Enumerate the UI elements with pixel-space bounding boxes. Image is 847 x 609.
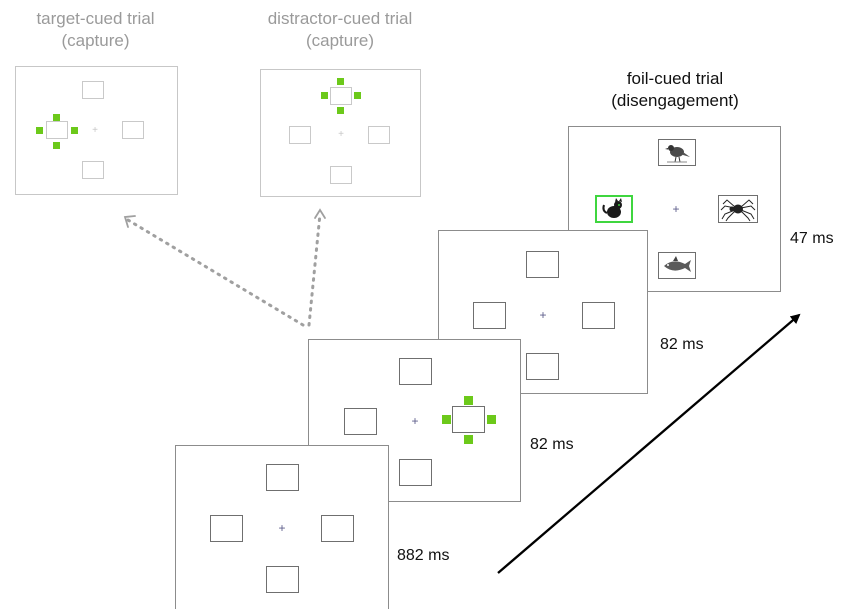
placeholder-top xyxy=(82,81,104,99)
placeholder-left xyxy=(289,126,311,144)
distractor-cued-title: distractor-cued trial (capture) xyxy=(267,9,413,50)
fish-picture xyxy=(658,252,696,279)
dotted-arrows xyxy=(126,212,322,327)
placeholder-left xyxy=(473,302,506,329)
placeholder-bottom xyxy=(399,459,432,486)
fixation-cross: + xyxy=(278,521,286,535)
placeholder-right xyxy=(368,126,390,144)
dotted-arrow-to-distractor-cued xyxy=(307,212,322,327)
fixation-cross: + xyxy=(92,125,98,136)
fish-icon xyxy=(664,256,691,272)
cue-square-left xyxy=(442,415,451,424)
spider-picture xyxy=(718,195,758,223)
timing-isi: 82 ms xyxy=(660,336,704,353)
cue-square-top xyxy=(53,114,60,121)
placeholder-bottom xyxy=(526,353,559,380)
placeholder-bottom xyxy=(82,161,104,179)
placeholder-right xyxy=(321,515,354,542)
placeholder-right xyxy=(122,121,144,139)
cat-icon xyxy=(602,198,622,218)
placeholder-top xyxy=(330,87,352,105)
cue-square-right xyxy=(354,92,361,99)
fixation-cross: + xyxy=(411,414,419,428)
placeholder-bottom xyxy=(330,166,352,184)
time-arrow xyxy=(497,313,801,574)
spider-icon xyxy=(720,199,756,222)
placeholder-top xyxy=(266,464,299,491)
timing-cue: 82 ms xyxy=(530,436,574,453)
placeholder-top xyxy=(399,358,432,385)
fixation-display: + xyxy=(175,445,389,609)
target-cued-display: + xyxy=(15,66,178,195)
placeholder-top xyxy=(526,251,559,278)
placeholder-left xyxy=(344,408,377,435)
cue-square-right xyxy=(71,127,78,134)
cue-square-top xyxy=(464,396,473,405)
cue-square-right xyxy=(487,415,496,424)
cue-square-left xyxy=(321,92,328,99)
timing-search: 47 ms xyxy=(790,230,834,247)
fixation-cross: + xyxy=(672,202,680,216)
placeholder-left xyxy=(210,515,243,542)
placeholder-bottom xyxy=(266,566,299,593)
dotted-arrow-to-target-cued xyxy=(126,218,305,327)
placeholder-left xyxy=(46,121,68,139)
dotted-arrowhead-left xyxy=(123,215,136,228)
cue-square-left xyxy=(36,127,43,134)
placeholder-right-cued xyxy=(452,406,485,433)
timing-fixation: 882 ms xyxy=(397,547,450,564)
cat-picture-cued xyxy=(595,195,633,223)
cue-square-bottom xyxy=(464,435,473,444)
distractor-cued-display: + xyxy=(260,69,421,197)
cue-square-bottom xyxy=(53,142,60,149)
target-cued-title: target-cued trial (capture) xyxy=(36,9,155,50)
bird-picture xyxy=(658,139,696,166)
foil-cued-title: foil-cued trial (disengagement) xyxy=(611,69,739,110)
fixation-cross: + xyxy=(338,129,344,140)
cue-square-bottom xyxy=(337,107,344,114)
placeholder-right xyxy=(582,302,615,329)
bird-icon xyxy=(665,145,690,163)
dotted-arrowhead-up xyxy=(314,208,326,219)
fixation-cross: + xyxy=(539,308,547,322)
cue-square-top xyxy=(337,78,344,85)
